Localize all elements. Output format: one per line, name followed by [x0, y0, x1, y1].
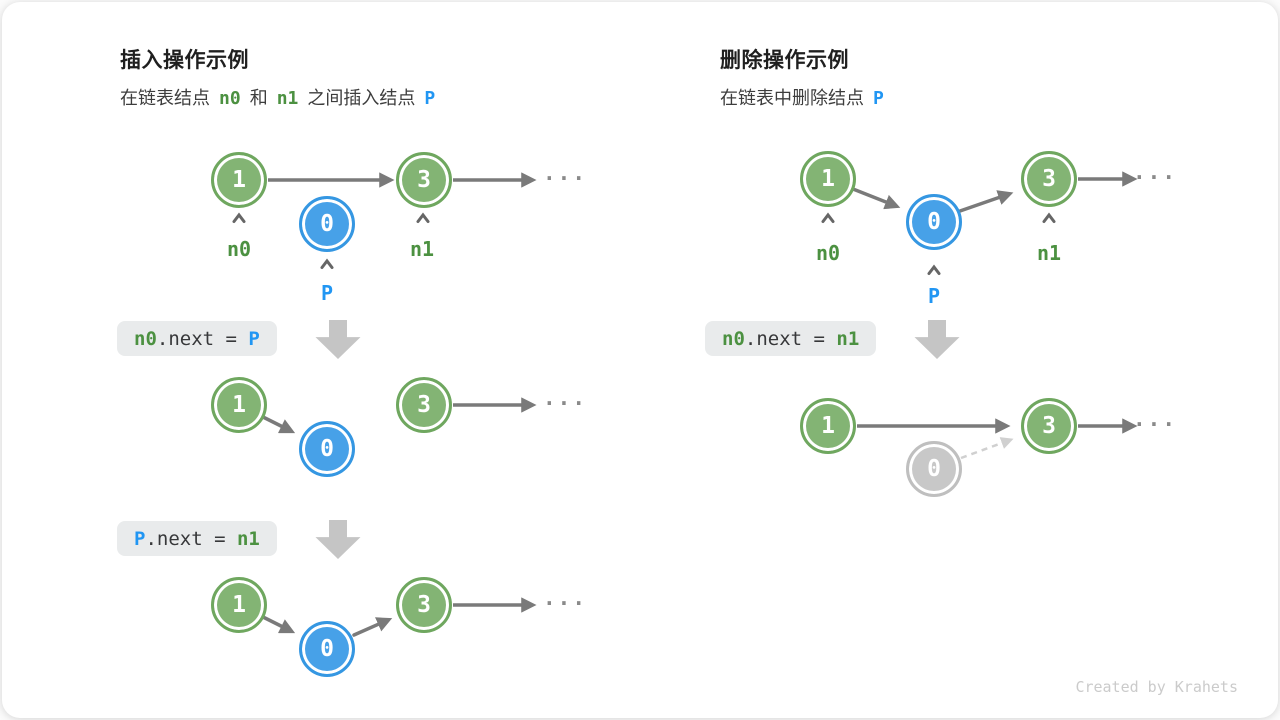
node-p-removed: 0: [906, 441, 962, 497]
node-3: 3: [396, 577, 452, 633]
ellipsis: ...: [1133, 406, 1177, 431]
node-3: 3: [1021, 151, 1077, 207]
caret-up-icon: [232, 212, 246, 223]
code-token: n0: [134, 327, 157, 350]
label-p: P: [927, 284, 941, 308]
node-1: 1: [211, 577, 267, 633]
code-box-delete-step1: n0 .next = n1: [705, 321, 877, 356]
label-n1: n1: [1036, 241, 1062, 265]
code-box-insert-step2: P .next = n1: [117, 521, 277, 556]
code-token: .next =: [744, 327, 837, 350]
subtitle-token-p: P: [424, 88, 436, 109]
arrow-insert2-n0-to-p: [261, 415, 296, 434]
ellipsis: ...: [543, 385, 587, 410]
node-1: 1: [211, 377, 267, 433]
node-3: 3: [1021, 398, 1077, 454]
delete-panel-subtitle: 在链表中删除结点 P: [720, 84, 884, 110]
arrow-delete1-n0-to-p: [851, 187, 901, 210]
block-arrow-down-icon: [315, 520, 361, 559]
delete-panel-title: 删除操作示例: [720, 49, 849, 72]
code-token: n1: [236, 527, 260, 550]
credit-text: Created by Krahets: [1075, 678, 1238, 696]
caret-up-icon: [416, 212, 430, 223]
node-p: 0: [906, 194, 962, 250]
subtitle-text: 之间插入结点: [307, 88, 416, 108]
arrow-delete2-p-to-n1-dashed: [960, 437, 1014, 460]
subtitle-text: 在链表结点: [120, 88, 210, 108]
subtitle-text: 和: [249, 88, 268, 108]
caret-up-icon: [320, 258, 334, 269]
code-token: P: [134, 527, 146, 550]
ellipsis: ...: [543, 160, 587, 185]
code-token: P: [248, 327, 260, 350]
code-token: .next =: [156, 327, 249, 350]
node-1: 1: [800, 151, 856, 207]
insert-panel-title: 插入操作示例: [120, 49, 249, 72]
subtitle-token-p: P: [873, 88, 884, 109]
code-token: n1: [836, 327, 860, 350]
node-3: 3: [396, 152, 452, 208]
label-n0: n0: [226, 237, 252, 261]
caret-up-icon: [927, 264, 941, 275]
node-1: 1: [211, 152, 267, 208]
node-1: 1: [800, 398, 856, 454]
subtitle-token-n1: n1: [276, 88, 299, 109]
node-p: 0: [299, 421, 355, 477]
caret-up-icon: [821, 212, 835, 223]
label-p: P: [320, 281, 334, 305]
code-token: .next =: [145, 527, 237, 550]
block-arrow-down-icon: [914, 320, 960, 359]
arrow-delete1-p-to-n1: [958, 190, 1014, 213]
label-n0: n0: [815, 241, 841, 265]
code-token: n0: [722, 327, 745, 350]
arrow-insert3-p-to-n1: [352, 617, 393, 637]
insert-panel-subtitle: 在链表结点 n0 和 n1 之间插入结点 P: [120, 84, 435, 110]
subtitle-token-n0: n0: [219, 88, 241, 109]
caret-up-icon: [1042, 212, 1056, 223]
ellipsis: ...: [543, 585, 587, 610]
arrow-insert3-n0-to-p: [261, 615, 296, 634]
block-arrow-down-icon: [315, 320, 361, 359]
node-p: 0: [299, 196, 355, 252]
node-3: 3: [396, 377, 452, 433]
label-n1: n1: [409, 237, 435, 261]
subtitle-text: 在链表中删除结点: [720, 88, 864, 108]
ellipsis: ...: [1133, 159, 1177, 184]
node-p: 0: [299, 621, 355, 677]
code-box-insert-step1: n0 .next = P: [117, 321, 277, 356]
